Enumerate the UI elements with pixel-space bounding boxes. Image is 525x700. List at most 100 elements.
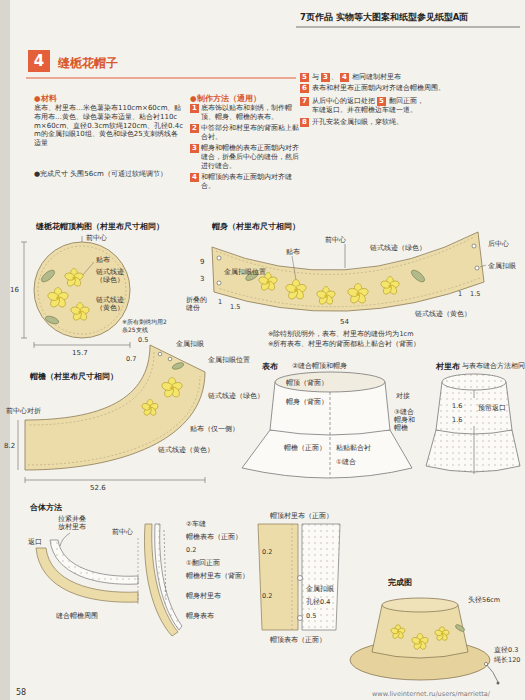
pattern-label: 52.6 bbox=[90, 484, 106, 493]
pattern-label: 1.6 bbox=[452, 416, 462, 424]
pattern-label: 链式线迹（黄色） bbox=[415, 310, 471, 318]
section-heading: 表布 bbox=[262, 362, 278, 371]
badge-number: 6 bbox=[302, 85, 307, 92]
pattern-label: 金属扣眼 bbox=[488, 262, 516, 270]
pattern-label: 前中心 bbox=[325, 236, 346, 244]
pattern-label: 帽顶（背面） bbox=[286, 379, 328, 387]
pattern-label: 返口 bbox=[28, 538, 42, 546]
pattern-label: www.liveinternet.ru/users/marrietta/ bbox=[372, 690, 490, 698]
leaf-applique bbox=[40, 268, 57, 284]
badge-number: 4 bbox=[192, 174, 197, 181]
pattern-label: 表布和村里布正面朝内对齐缝合帽檐周围。 bbox=[312, 84, 502, 93]
pattern-label: 帽檐（正面） bbox=[284, 444, 326, 452]
step-number-badge: 8 bbox=[300, 118, 309, 127]
pattern-label: 中答部分和村里布的背面粘上黏合衬。 bbox=[201, 124, 301, 142]
pattern-label: 金属扣眼 bbox=[306, 585, 334, 593]
pattern-label: ※所有表布、村里布的背面都粘上黏合衬（背面） bbox=[268, 340, 420, 348]
section-heading: 村里布 bbox=[436, 362, 460, 371]
finished-hat bbox=[350, 598, 500, 685]
pattern-label: ●完成尺寸 头围56cm（可通过软绳调节） bbox=[34, 170, 184, 179]
step-number-badge: 1 bbox=[190, 104, 199, 113]
title-rule bbox=[26, 78, 296, 79]
badge-number: 8 bbox=[302, 119, 307, 126]
pattern-label: 贴布 bbox=[96, 256, 110, 264]
step-number-badge: 7 bbox=[300, 97, 309, 106]
leaf-applique bbox=[44, 315, 59, 326]
pattern-label: 58 bbox=[16, 688, 26, 698]
section-heading: ●制作方法（通用） bbox=[190, 94, 261, 103]
section-heading: 帽檐（村里布尺寸相同） bbox=[30, 372, 118, 381]
pattern-label: 帽身（背面） bbox=[286, 398, 328, 406]
pattern-label: 绳长120 bbox=[494, 656, 520, 664]
pattern-label: 前中心 bbox=[86, 234, 107, 242]
pattern-label: 贴布（仅一侧） bbox=[190, 425, 239, 433]
pattern-label: 帽顶表布（正面） bbox=[270, 636, 326, 644]
page-binding bbox=[0, 0, 10, 700]
crown-piece bbox=[21, 236, 130, 348]
pattern-label: 54 bbox=[340, 318, 349, 327]
pattern-label: 、 bbox=[331, 73, 338, 82]
pattern-label: 前中心对折 bbox=[6, 407, 41, 415]
pattern-label: 3 bbox=[200, 275, 204, 284]
badge-number: 4 bbox=[34, 54, 44, 69]
lining-hat-assembly bbox=[426, 374, 520, 474]
band-piece bbox=[212, 232, 486, 311]
step-number-badge: 2 bbox=[190, 124, 199, 133]
pattern-label: ③缝合帽身和帽檐 bbox=[394, 408, 420, 432]
step-number-badge: 6 bbox=[300, 84, 309, 93]
section-heading: 7页作品 实物等大图案和纸型参见纸型A面 bbox=[300, 12, 468, 23]
pattern-label: 底布饰以贴布和刺绣，制作帽顶、帽身、帽檐的表布。 bbox=[201, 104, 301, 122]
pattern-label: 折叠的缝份 bbox=[186, 296, 208, 312]
pattern-label: 底布、村里布…米色薯染布110cm×60cm、贴布用布…黄色、绿色薯染布适量、粘… bbox=[34, 104, 184, 148]
pattern-label: ①缝合 bbox=[336, 458, 356, 466]
pattern-label: 帽身村里布 bbox=[186, 592, 221, 600]
section-heading: 合体方法 bbox=[30, 503, 62, 512]
badge-number: 7 bbox=[302, 98, 307, 105]
pattern-label: 后中心 bbox=[488, 240, 509, 248]
pattern-label: ※除特别说明外，表布、村里布的缝份均为1cm bbox=[268, 330, 414, 338]
brim-piece bbox=[18, 345, 205, 483]
badge-number: 2 bbox=[192, 125, 197, 132]
pattern-label: 拉紧并叠放村里布 bbox=[58, 515, 92, 531]
badge-number: 5 bbox=[379, 98, 384, 105]
flower-applique bbox=[390, 625, 406, 640]
flower-applique bbox=[161, 378, 183, 399]
flower-applique bbox=[64, 269, 84, 288]
pattern-label: 8.2 bbox=[4, 442, 15, 451]
step-number-badge: 4 bbox=[340, 73, 349, 82]
section-heading: ●材料 bbox=[34, 94, 57, 103]
pattern-label: 1.5 bbox=[230, 303, 240, 311]
pattern-label: 0.2 bbox=[262, 548, 272, 556]
pattern-label: 帽檐村里布（背面） bbox=[186, 572, 249, 580]
pattern-label: 前中心 bbox=[112, 528, 133, 536]
pattern-label: 帽顶村里布（正面） bbox=[270, 512, 333, 520]
badge-number: 1 bbox=[192, 105, 197, 112]
joining-step-a bbox=[36, 533, 138, 604]
pattern-label: 9 bbox=[200, 258, 204, 267]
pattern-label: 相同缝制村里布 bbox=[352, 73, 401, 82]
pattern-label: 直径0.3 bbox=[494, 646, 518, 654]
pattern-label: 0.7 bbox=[126, 355, 136, 363]
pattern-label: 从后中心的返口处把 bbox=[312, 97, 375, 106]
pattern-label: 帽身和帽檐的表布正面朝内对齐缝合，折叠后中心的缝份，然后进行缝合。 bbox=[201, 144, 301, 170]
outer-hat-assembly bbox=[242, 372, 412, 478]
step-number-badge: 4 bbox=[28, 50, 50, 72]
pattern-label: 和帽顶的表布正面朝内对齐缝合。 bbox=[201, 173, 301, 191]
flower-applique bbox=[70, 303, 90, 322]
badge-number: 5 bbox=[302, 74, 307, 81]
flower-applique bbox=[434, 627, 450, 642]
pattern-label: 金属扣眼位置 bbox=[208, 356, 250, 364]
pattern-label: 0.2 bbox=[262, 592, 272, 600]
pattern-label: 16 bbox=[10, 286, 19, 295]
page-title: 缝栀花帽子 bbox=[58, 55, 118, 72]
flower-applique bbox=[316, 287, 336, 306]
pattern-label: 预留返口 bbox=[478, 404, 506, 412]
pattern-label: 帽檐表布（正面） bbox=[186, 533, 242, 541]
flower-applique bbox=[380, 277, 400, 296]
flower-applique bbox=[347, 284, 369, 305]
pattern-label: 孔径0.4 bbox=[306, 598, 330, 606]
pattern-label: 金属扣眼位置 bbox=[224, 268, 266, 276]
pattern-label: 链式线迹（黄色） bbox=[96, 296, 124, 312]
step-number-badge: 4 bbox=[190, 173, 199, 182]
pattern-label: 金属扣眼 bbox=[176, 340, 204, 348]
